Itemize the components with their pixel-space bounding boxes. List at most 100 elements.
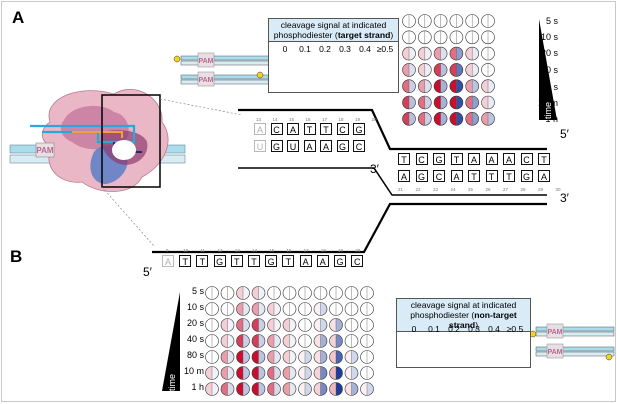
duplex-icon-bottom-1: PAM (529, 323, 615, 339)
heat-cell (344, 302, 359, 316)
heat-cell (417, 95, 432, 110)
heat-cell (298, 286, 312, 300)
legend-title-line2: phosphodiester (target strand) (273, 30, 394, 40)
heat-cell (251, 302, 266, 316)
heat-cell (236, 334, 250, 348)
heat-cell (251, 366, 266, 380)
pam-label: PAM (547, 329, 562, 336)
position-number: 17 (303, 248, 309, 253)
pam-label: PAM (198, 77, 213, 84)
strand-outline-bottom (152, 202, 547, 254)
heat-cell (360, 318, 374, 332)
heat-cell (433, 95, 448, 110)
heat-cell (298, 366, 312, 380)
heat-cell (433, 14, 448, 28)
heat-cell (360, 366, 374, 380)
heat-cell (360, 334, 374, 348)
heat-cell (481, 79, 495, 93)
position-number: 19 (355, 117, 361, 122)
heat-cell (465, 63, 480, 77)
position-number: 24 (450, 187, 456, 192)
time-label: 5 s (191, 286, 204, 296)
nucleotide-box: A (316, 255, 329, 267)
heat-cell (251, 334, 266, 348)
nucleotide-box: A (303, 140, 316, 152)
heat-cell (236, 302, 250, 316)
position-number: 28 (520, 187, 526, 192)
nucleotide-box: T (230, 255, 243, 267)
position-number: 18 (320, 248, 326, 253)
nucleotide-box: A (254, 123, 266, 135)
duplex-icon-bottom-2: PAM (535, 343, 615, 361)
nucleotide-box: G (265, 255, 278, 267)
heat-cell (236, 286, 250, 300)
position-number: 26 (485, 187, 491, 192)
time-wedge-top (539, 19, 557, 120)
heat-cell (360, 286, 374, 300)
heat-cell (220, 334, 235, 348)
legend-level: 0.3 (339, 44, 351, 54)
nucleotide-box: A (287, 123, 299, 135)
heat-cell (205, 318, 219, 332)
heat-cell (220, 318, 235, 332)
radiolabel-icon (256, 71, 264, 79)
legend-level: 0.4 (359, 44, 371, 54)
nucleotide-box: A (503, 153, 515, 165)
heat-cell (313, 334, 328, 348)
prime-label: 3′ (370, 162, 379, 176)
legend-level: 0.2 (448, 324, 460, 334)
heat-cell (402, 79, 416, 93)
time-label: 10 s (186, 302, 204, 312)
prime-label: 5′ (143, 265, 152, 279)
time-label: 5 s (545, 16, 558, 26)
position-number: 25 (468, 187, 474, 192)
cas-protein-structure: PAM (9, 89, 186, 192)
legend-target-strand: cleavage signal at indicated phosphodies… (268, 18, 399, 93)
legend-level: 0 (411, 324, 417, 334)
nucleotide-box: T (303, 123, 316, 135)
nucleotide-box: G (270, 140, 283, 152)
nucleotide-box: T (485, 170, 498, 182)
heat-cell (481, 112, 495, 126)
position-number: 16 (286, 248, 292, 253)
heat-cell (402, 14, 416, 28)
nucleotide-box: G (353, 123, 365, 135)
panel-label-a: A (12, 8, 25, 27)
heat-cell (298, 302, 312, 316)
heat-cell (417, 112, 432, 126)
legend-level: 0.3 (468, 324, 480, 334)
heat-cell (267, 318, 281, 332)
heat-cell (313, 302, 328, 316)
nucleotide-box: G (213, 255, 226, 267)
nucleotide-box: A (299, 255, 312, 267)
heat-cell (282, 350, 297, 364)
heat-cell (313, 350, 328, 364)
nucleotide-box: A (485, 153, 498, 165)
heat-cell (298, 318, 312, 332)
position-number: 18 (338, 117, 344, 122)
nucleotide-box: T (503, 170, 515, 182)
pam-tag (35, 142, 55, 158)
legend-level: 0.1 (299, 44, 311, 54)
heat-cell (417, 14, 432, 28)
heat-cell (329, 382, 343, 396)
pam-label: PAM (547, 349, 562, 356)
nucleotide-box: U (287, 140, 299, 152)
heat-cell (313, 286, 328, 300)
position-number: 16 (305, 117, 311, 122)
nucleotide-box: C (353, 140, 365, 152)
heat-cell (267, 302, 281, 316)
nucleotide-box: T (196, 255, 209, 267)
heat-cell (251, 318, 266, 332)
heat-cell (344, 318, 359, 332)
heat-cell (313, 318, 328, 332)
heat-cell (236, 366, 250, 380)
position-number: 21 (398, 187, 404, 192)
position-number: 20 (355, 248, 361, 253)
position-number: 29 (538, 187, 544, 192)
heat-cell (205, 286, 219, 300)
heat-cell (465, 112, 480, 126)
prime-label: 5′ (560, 127, 569, 141)
heat-cell (313, 382, 328, 396)
heat-cell (205, 302, 219, 316)
